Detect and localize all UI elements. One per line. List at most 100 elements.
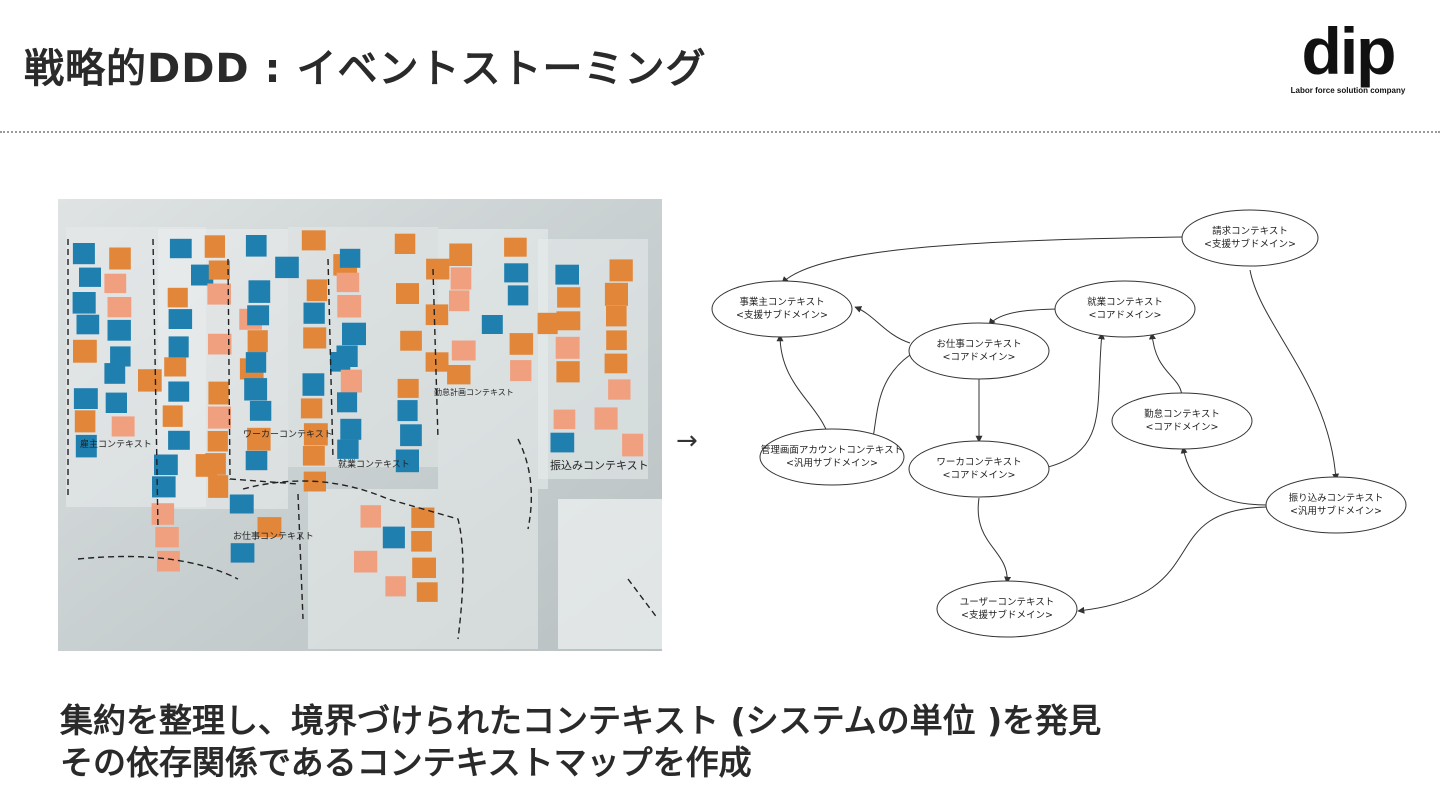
handwritten-label: ワーカーコンテキスト [243,429,333,440]
sticky-note [208,406,231,429]
sticky-note [155,527,179,548]
sticky-note [339,248,361,268]
sticky-note [396,283,419,304]
sticky-note [162,405,183,427]
slide-title: 戦略的DDD : イベントストーミング [24,46,707,92]
node-billing-name: 請求コンテキスト [1212,225,1288,237]
sticky-note [555,264,579,285]
sticky-note [208,260,230,280]
sticky-note [606,306,627,327]
sticky-note [72,243,95,265]
node-attendance-name: 勤怠コンテキスト [1144,408,1220,420]
sticky-note [550,432,575,453]
context-map-diagram: 請求コンテキスト <支援サブドメイン> 事業主コンテキスト <支援サブドメイン>… [700,205,1420,645]
sticky-note [247,427,271,451]
sticky-note [75,434,97,458]
sticky-note [230,543,255,563]
sticky-notes [72,230,644,602]
sticky-note [76,314,100,335]
sticky-note [208,381,229,405]
node-admin: 管理画面アカウントコンテキスト <汎用サブドメイン> [759,428,905,486]
sticky-note [303,327,327,349]
sticky-note [342,322,366,346]
sticky-note [207,283,231,305]
dip-logo: dip Labor force solution company [1278,18,1418,95]
sticky-note [245,450,268,471]
sticky-note [594,407,618,430]
sticky-note [168,430,190,450]
node-billing-type: <支援サブドメイン> [1204,238,1296,250]
node-job: お仕事コンテキスト <コアドメイン> [908,322,1050,380]
node-worker-name: ワーカコンテキスト [936,457,1021,468]
sticky-note [411,507,435,528]
sticky-note [604,353,628,374]
sticky-note [245,352,267,373]
sticky-note [556,311,581,331]
sticky-note [164,357,187,377]
sticky-note [451,340,476,361]
sticky-note [154,454,178,476]
sticky-note [157,550,180,572]
sticky-note [412,557,436,578]
node-transfer-name: 振り込みコンテキスト [1289,492,1384,504]
sticky-note [449,243,473,266]
sticky-note [336,345,358,367]
sticky-note [395,449,419,473]
sticky-note [400,424,422,447]
sticky-note [608,379,631,400]
sticky-note [303,423,328,446]
sticky-note [191,264,214,286]
sticky-note [555,336,580,359]
sticky-note [394,233,416,254]
context-map-svg: 請求コンテキスト <支援サブドメイン> 事業主コンテキスト <支援サブドメイン>… [711,209,1407,638]
node-admin-type: <汎用サブドメイン> [786,457,878,469]
sticky-note [609,259,633,282]
sticky-note [109,247,131,270]
node-user: ユーザーコンテキスト <支援サブドメイン> [936,580,1078,638]
node-worker: ワーカコンテキスト <コアドメイン> [908,440,1050,498]
sticky-note [504,263,529,283]
sticky-note [397,378,419,398]
sticky-note [622,433,644,457]
sticky-note [449,290,470,312]
edge-job-employer [854,306,911,344]
sticky-note [208,333,232,355]
sticky-note [400,330,422,351]
sticky-note [537,312,558,335]
paper-sheet [558,499,662,649]
event-storming-board: 雇主コンテキスト ワーカーコンテキスト 就業コンテキスト 勤怠計画コンテキスト … [58,199,662,651]
sticky-note [107,319,131,341]
sticky-note [397,400,418,422]
sticky-note [337,392,358,413]
logo-tagline: Labor force solution company [1290,86,1406,95]
sticky-note [244,378,268,401]
sticky-note [337,439,359,459]
sticky-note [382,526,405,549]
sticky-note [385,576,406,597]
edge-transfer-attendance [1180,446,1268,506]
sticky-note [105,392,127,413]
node-job-name: お仕事コンテキスト [936,338,1021,350]
sticky-note [300,398,323,419]
node-attendance-type: <コアドメイン> [1146,422,1219,433]
sticky-note [447,365,471,385]
node-user-type: <支援サブドメイン> [961,609,1053,621]
sticky-note [302,373,325,396]
sticky-note [169,238,192,259]
node-employer-name: 事業主コンテキスト [739,296,824,308]
sticky-note [247,330,268,353]
node-transfer: 振り込みコンテキスト <汎用サブドメイン> [1265,476,1407,534]
sticky-note [354,550,378,573]
sticky-note [510,360,532,382]
sticky-note [606,330,627,351]
sticky-note [73,339,97,363]
sticky-note [411,531,432,552]
sticky-note [303,302,325,324]
sticky-note [79,267,101,287]
sticky-note [556,361,580,383]
sticky-note [340,418,362,440]
node-attendance: 勤怠コンテキスト <コアドメイン> [1111,392,1253,450]
sticky-note [73,388,98,409]
sticky-note [74,410,96,433]
node-admin-name: 管理画面アカウントコンテキスト [761,444,903,456]
